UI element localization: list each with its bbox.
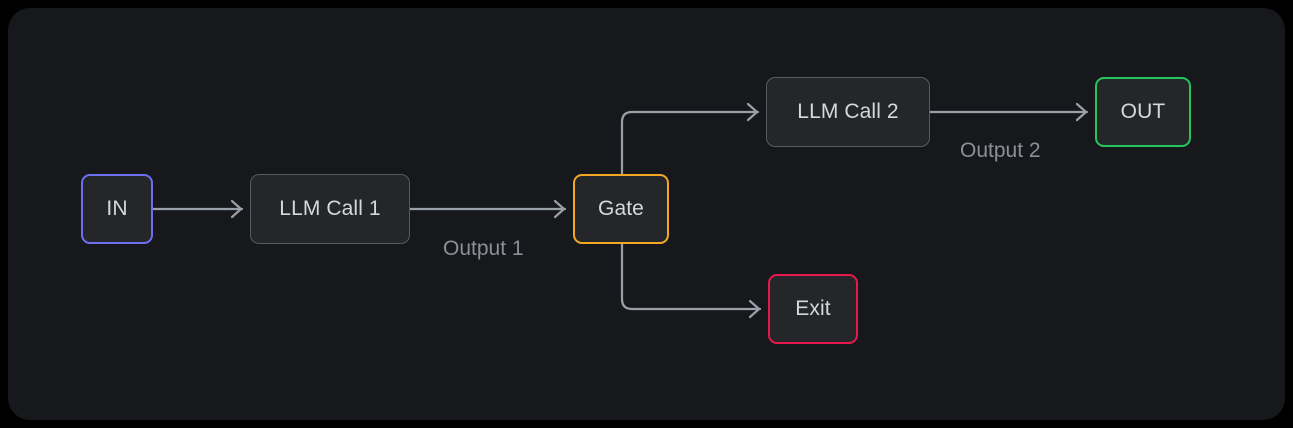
edge-label-output-1: Output 1 xyxy=(443,237,524,260)
node-out[interactable]: OUT xyxy=(1095,77,1191,147)
node-in[interactable]: IN xyxy=(81,174,153,244)
node-llm-call-2[interactable]: LLM Call 2 xyxy=(766,77,930,147)
node-exit[interactable]: Exit xyxy=(768,274,858,344)
edge-label-output-2: Output 2 xyxy=(960,139,1041,162)
node-gate[interactable]: Gate xyxy=(573,174,669,244)
node-llm-call-1[interactable]: LLM Call 1 xyxy=(250,174,410,244)
